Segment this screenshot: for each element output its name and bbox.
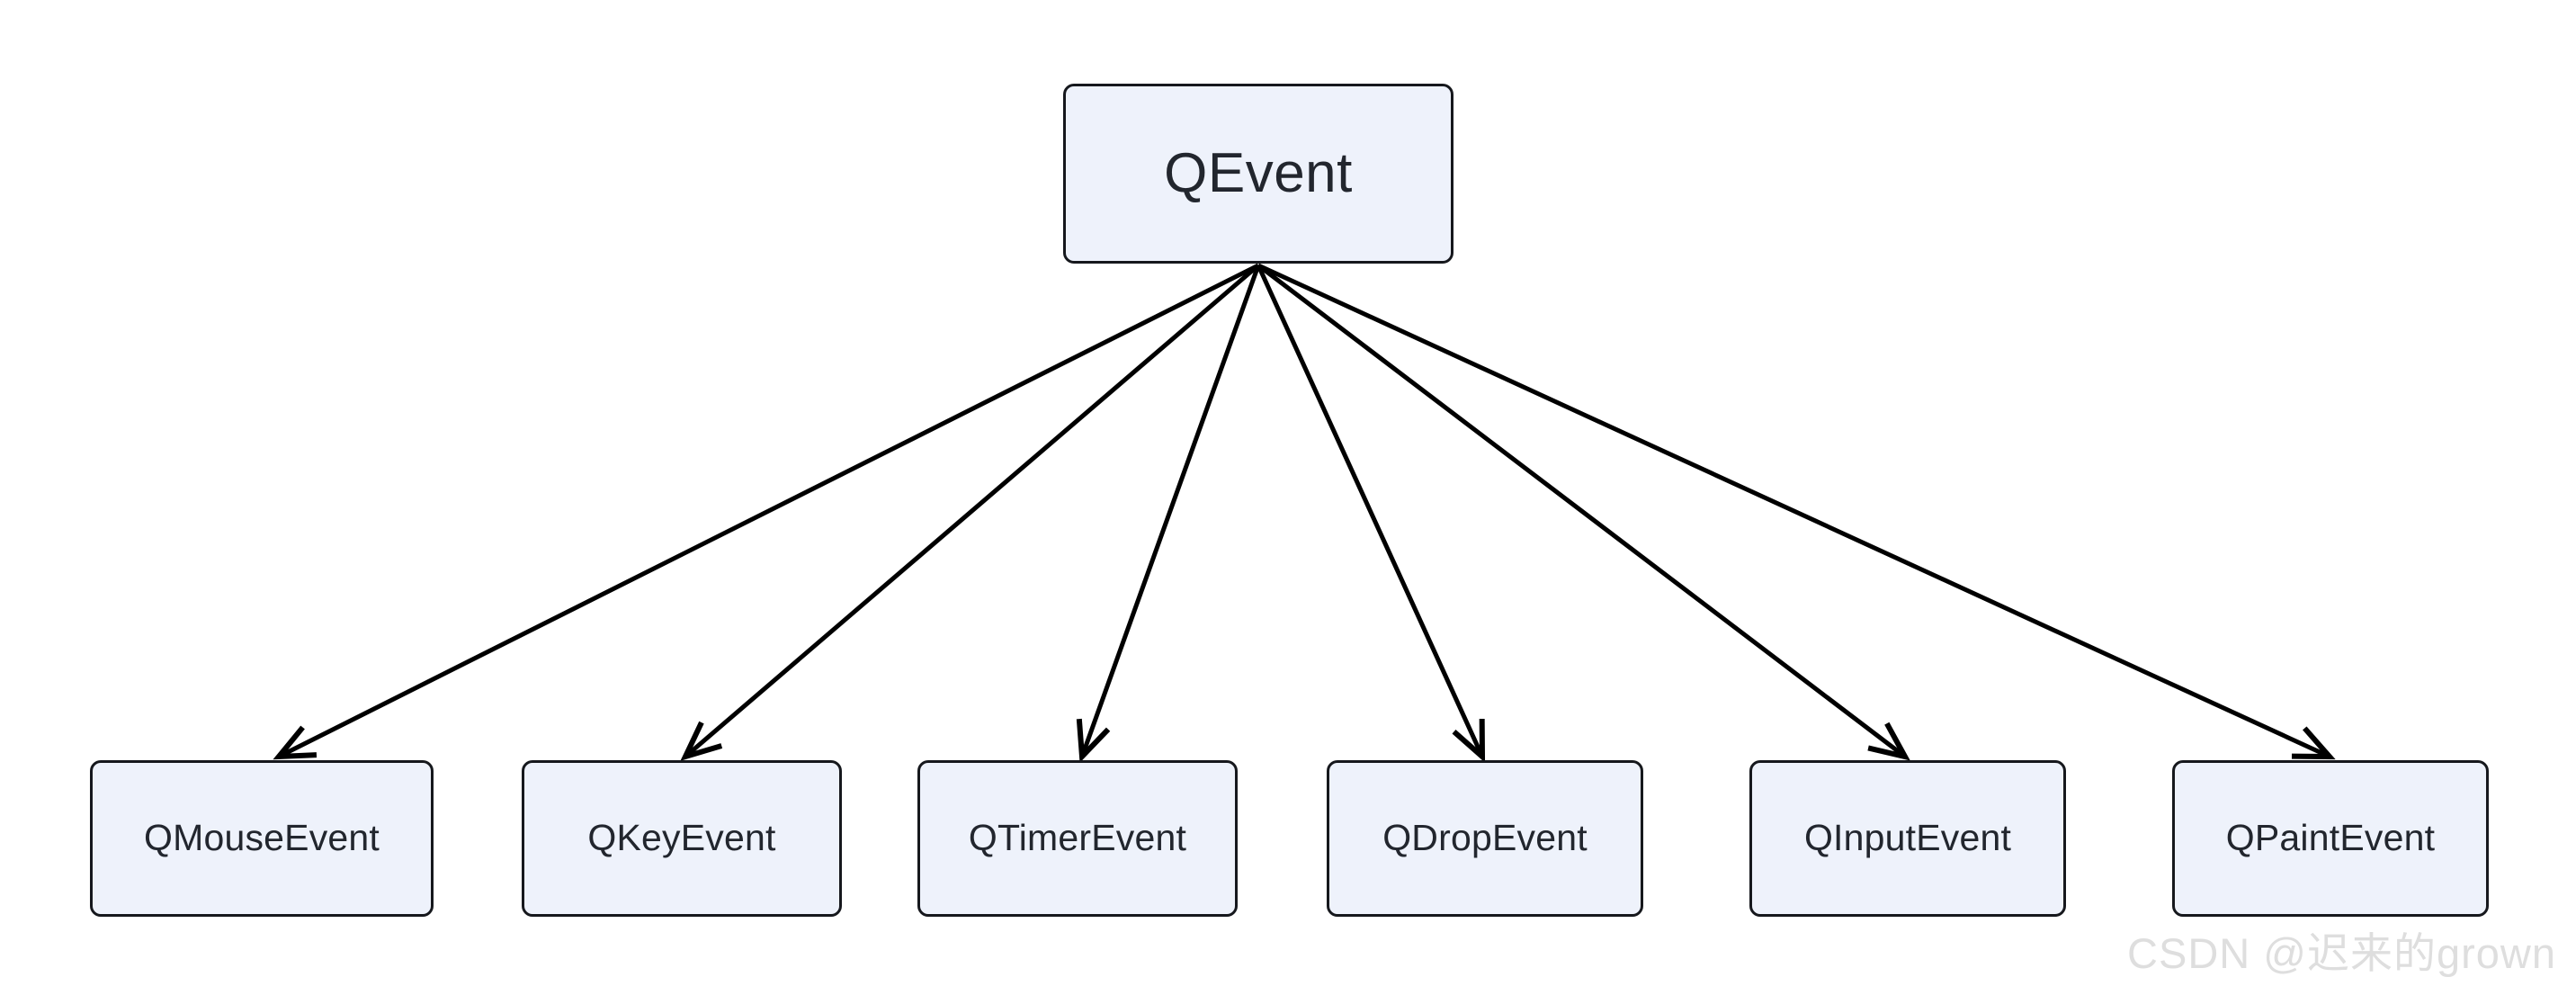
node-qtimerevent[interactable]: QTimerEvent: [917, 760, 1238, 917]
edge-arrowhead-qpaintevent: [2291, 726, 2336, 760]
watermark-text: CSDN @迟来的grown: [2127, 929, 2556, 977]
inheritance-edges: [273, 263, 2336, 763]
node-qkeyevent-label: QKeyEvent: [587, 817, 776, 859]
edge-line-qkeyevent: [684, 264, 1260, 758]
node-qinputevent-label: QInputEvent: [1803, 817, 2012, 859]
edge-line-qmouseevent: [277, 263, 1260, 759]
edge-line-qtimerevent: [1079, 264, 1261, 757]
edge-arrowhead-qdropevent: [1452, 718, 1486, 763]
edge-arrowhead-qtimerevent: [1076, 718, 1111, 763]
node-qdropevent[interactable]: QDropEvent: [1327, 760, 1643, 917]
node-qmouseevent[interactable]: QMouseEvent: [90, 760, 434, 917]
edge-arrowhead-qmouseevent: [273, 725, 318, 760]
edge-line-qpaintevent: [1257, 263, 2331, 759]
node-qdropevent-label: QDropEvent: [1382, 817, 1588, 859]
node-qmouseevent-label: QMouseEvent: [144, 817, 380, 859]
edge-arrowhead-qinputevent: [1867, 722, 1910, 761]
edge-arrowhead-qkeyevent: [680, 721, 723, 761]
node-qinputevent[interactable]: QInputEvent: [1749, 760, 2066, 917]
edge-line-qinputevent: [1257, 264, 1907, 758]
node-qkeyevent[interactable]: QKeyEvent: [522, 760, 842, 917]
node-qtimerevent-label: QTimerEvent: [968, 817, 1187, 859]
node-qpaintevent-label: QPaintEvent: [2225, 817, 2436, 859]
node-qpaintevent[interactable]: QPaintEvent: [2172, 760, 2489, 917]
node-qevent[interactable]: QEvent: [1063, 84, 1453, 264]
node-qevent-label: QEvent: [1164, 141, 1353, 204]
edge-line-qdropevent: [1256, 264, 1485, 758]
